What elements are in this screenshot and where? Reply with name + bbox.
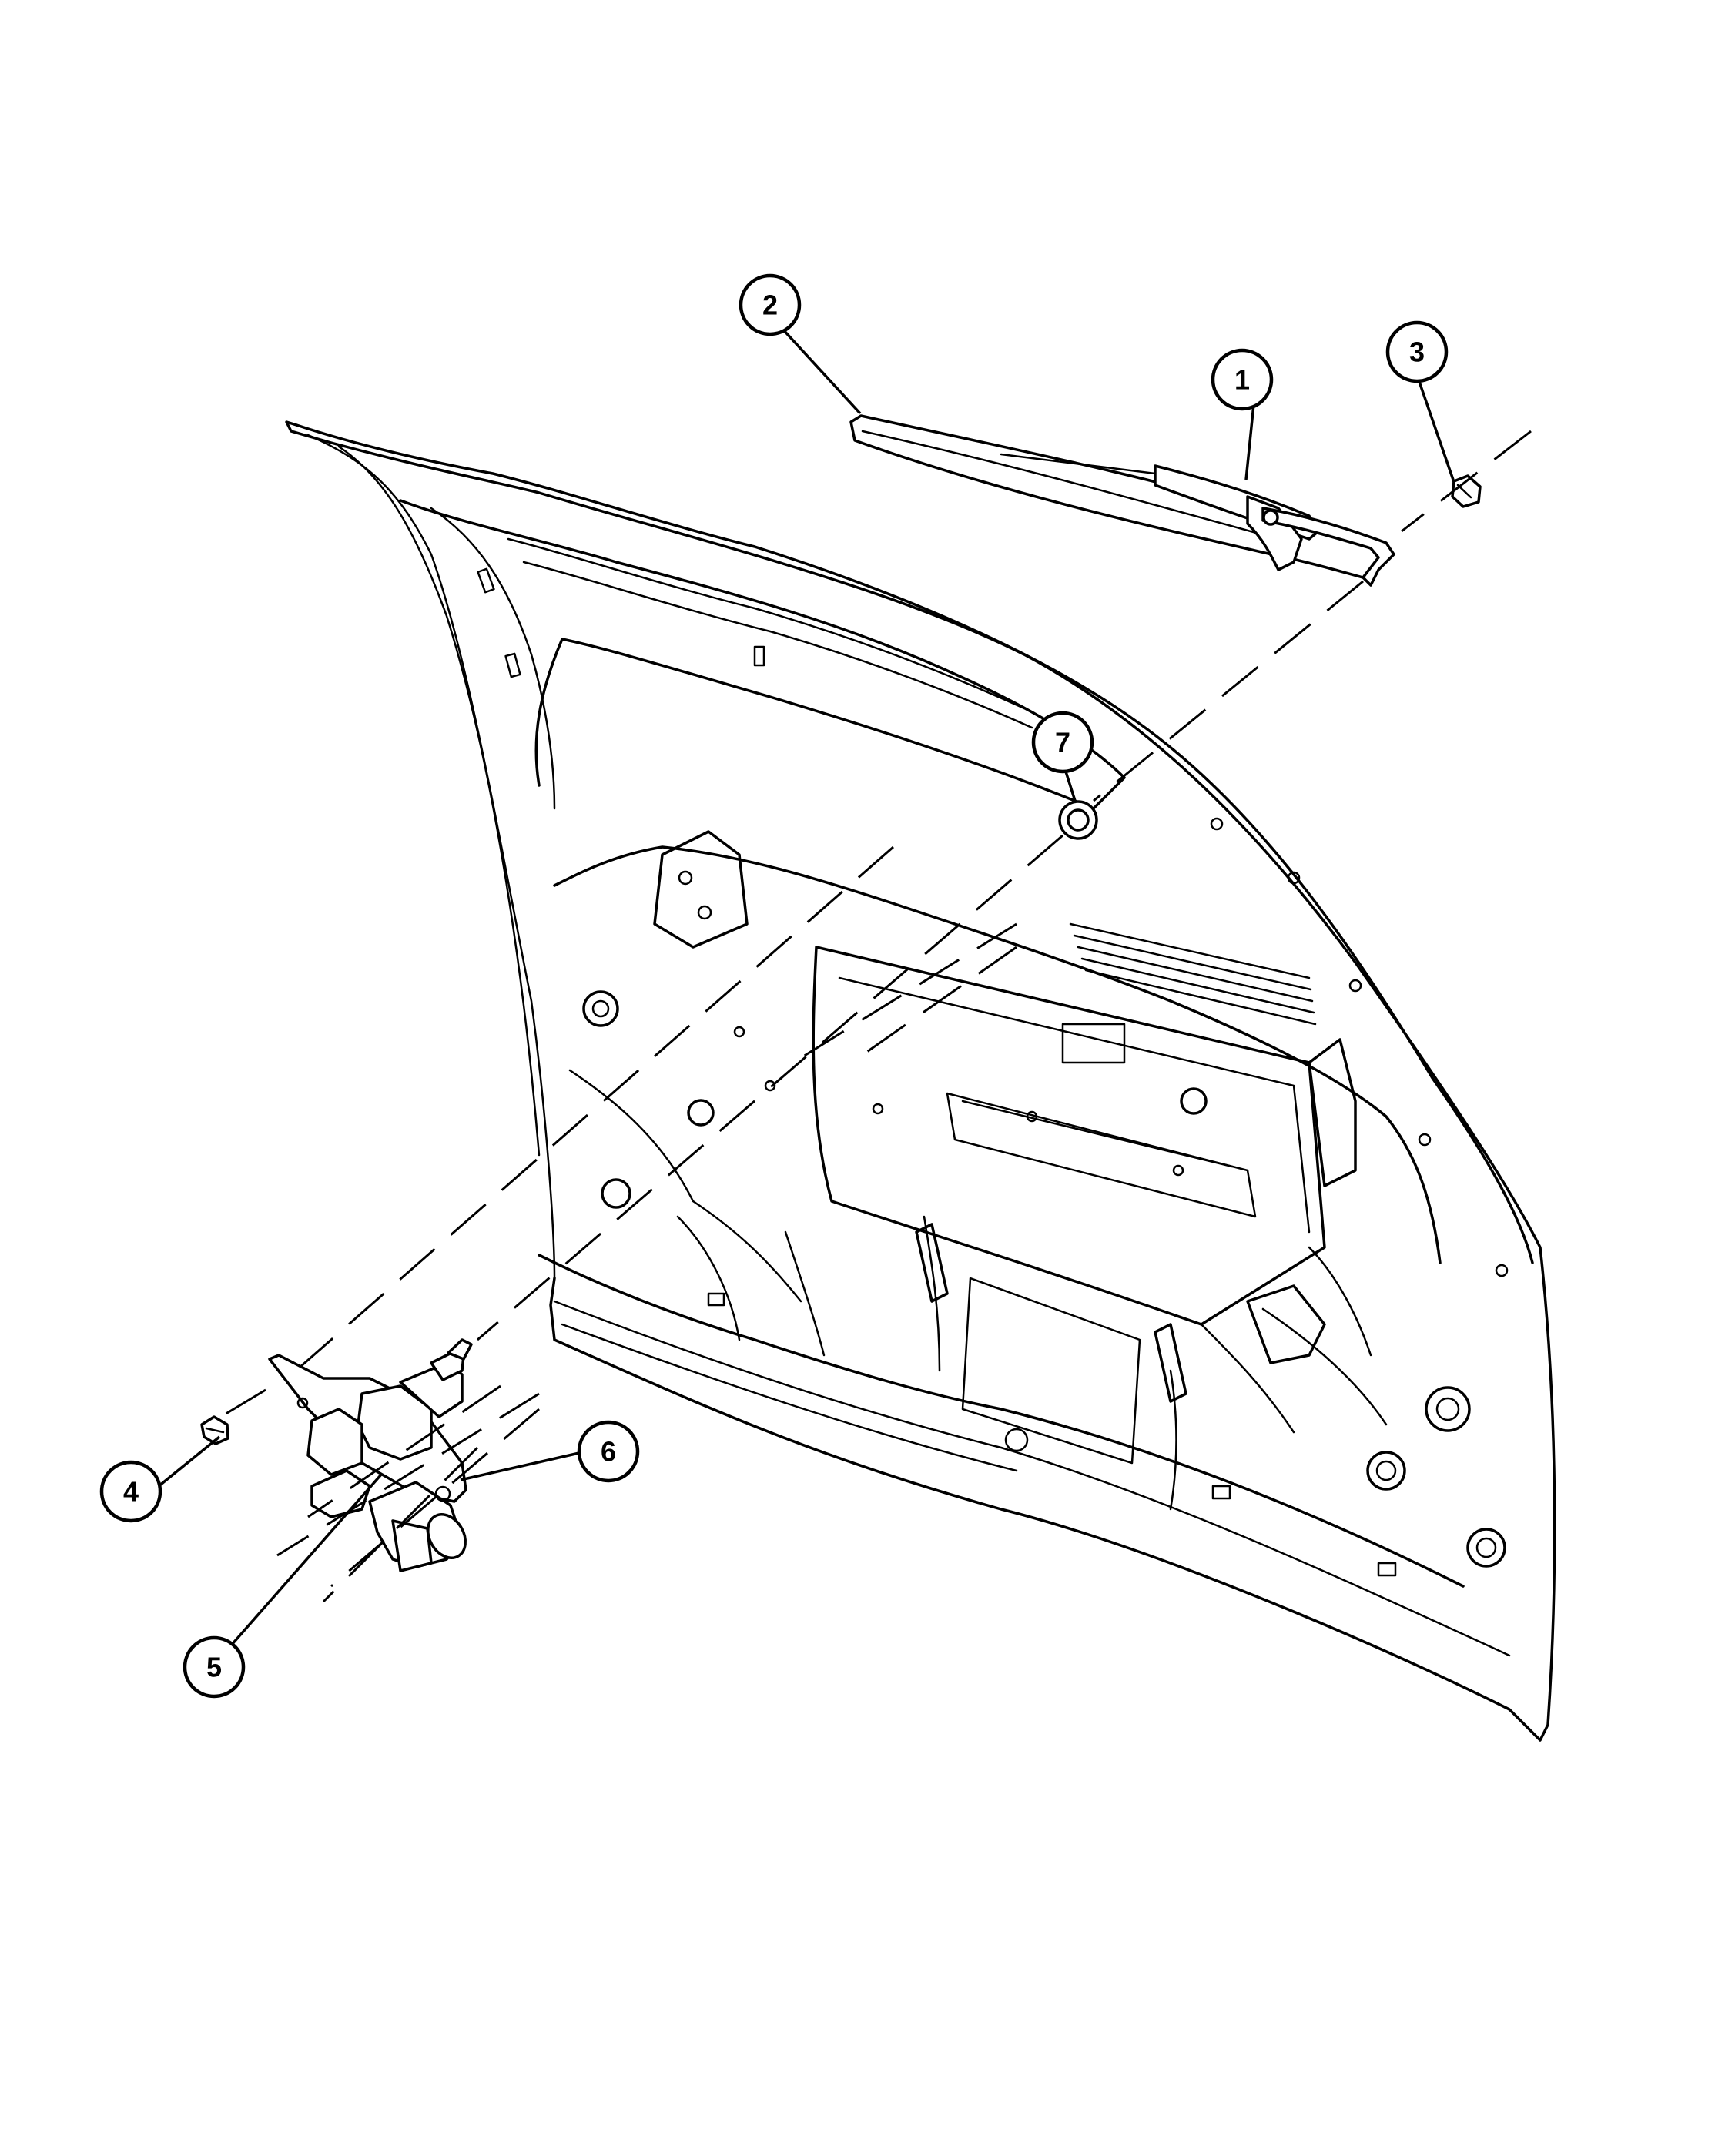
callout-3: 3 bbox=[1385, 320, 1449, 383]
pivot-grommet bbox=[1058, 800, 1098, 840]
callout-7: 7 bbox=[1031, 711, 1094, 774]
callout-4: 4 bbox=[99, 1460, 162, 1523]
wiper-blade-and-arm bbox=[849, 414, 1395, 587]
liftgate-panel bbox=[285, 420, 1556, 1742]
callout-6: 6 bbox=[577, 1420, 640, 1483]
mounting-screw bbox=[200, 1415, 229, 1445]
wiper-motor bbox=[268, 1338, 473, 1572]
callout-2-label: 2 bbox=[762, 290, 778, 321]
callout-7-label: 7 bbox=[1055, 727, 1070, 758]
callout-6-label: 6 bbox=[601, 1436, 616, 1468]
callout-3-label: 3 bbox=[1409, 336, 1425, 368]
centerlines bbox=[207, 430, 1532, 1603]
leader-lines bbox=[152, 327, 1455, 1647]
callout-1-label: 1 bbox=[1234, 364, 1250, 396]
callout-4-label: 4 bbox=[123, 1476, 139, 1508]
callout-5: 5 bbox=[183, 1635, 246, 1699]
callout-2: 2 bbox=[739, 273, 802, 336]
callout-1: 1 bbox=[1211, 348, 1274, 411]
callout-5-label: 5 bbox=[206, 1652, 222, 1683]
pivot-nut-cap bbox=[1451, 474, 1482, 508]
